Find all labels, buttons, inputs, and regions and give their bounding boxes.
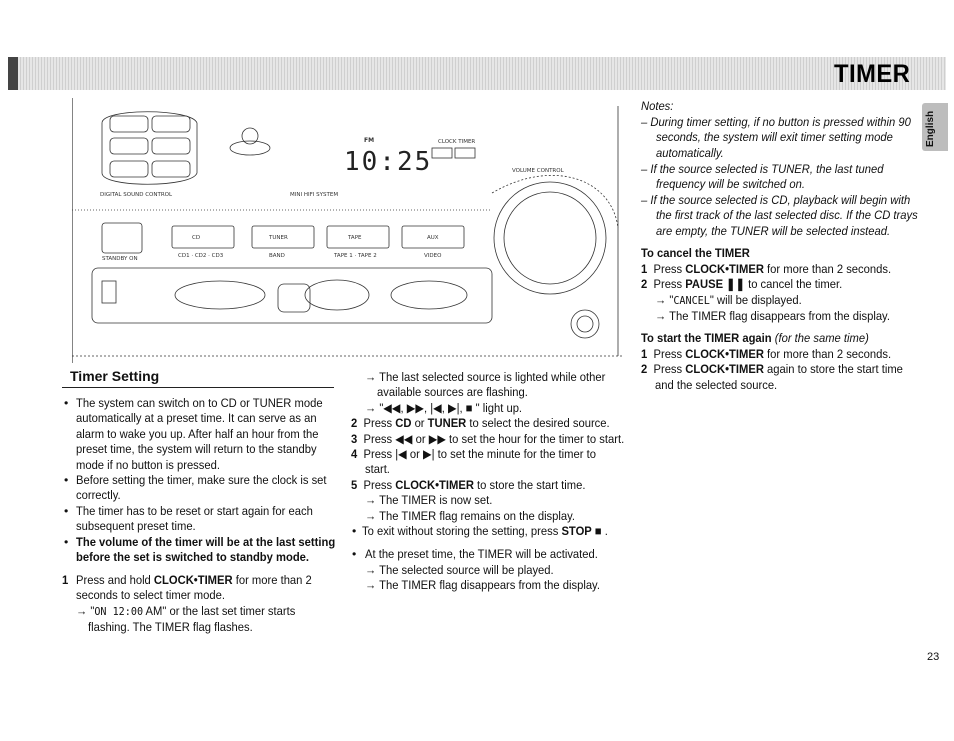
note-1-line-3: automatically.: [656, 146, 724, 160]
start-step-2-cont: and the selected source.: [655, 378, 778, 392]
page-title: TIMER: [833, 60, 910, 88]
step-1-line-4: flashing. The TIMER flag flashes.: [88, 620, 253, 634]
step-2: 2 Press CD or TUNER to select the desire…: [351, 416, 610, 430]
note-1-line-2: seconds, the system will exit timer sett…: [656, 130, 893, 144]
step-4: 4 Press |◀ or ▶| to set the minute for t…: [351, 447, 596, 461]
standby-label: STANDBY ON: [102, 256, 138, 262]
banner-edge: [8, 57, 18, 90]
preset-result-2: → The TIMER flag disappears from the dis…: [365, 578, 600, 592]
step-1-line-2: seconds to select timer mode.: [76, 588, 225, 602]
mid-line-2: available sources are flashing.: [377, 385, 528, 399]
display-digits: 10:25: [344, 147, 432, 177]
bullet-dot: •: [352, 524, 357, 538]
step-3: 3 Press ◀◀ or ▶▶ to set the hour for the…: [351, 432, 625, 446]
bold-bullet-line-2: before the set is switched to standby mo…: [76, 550, 310, 564]
bullet-1-line-1: The system can switch on to CD or TUNER …: [76, 396, 323, 410]
cd-sub-label: CD1 · CD2 · CD3: [178, 253, 224, 259]
cancel-heading: To cancel the TIMER: [641, 246, 750, 260]
video-label: VIDEO: [424, 253, 442, 259]
cd-button-label: CD: [192, 235, 200, 241]
bullet-1-line-3: alarm to wake you up. After half an hour…: [76, 427, 319, 441]
start-step-2: 2 Press CLOCK•TIMER again to store the s…: [641, 362, 903, 376]
fm-label: FM: [364, 137, 374, 144]
bullet-3-line-1: The timer has to be reset or start again…: [76, 504, 313, 518]
bullet-2-line-2: correctly.: [76, 488, 121, 502]
bullet-1-line-5: mode if no button is pressed.: [76, 458, 220, 472]
preset-result-1: → The selected source will be played.: [365, 563, 554, 577]
bullet-1-line-2: automatically at a preset time. It can s…: [76, 411, 317, 425]
cancel-result-2: → The TIMER flag disappears from the dis…: [655, 309, 890, 323]
step-1-number: 1: [62, 573, 69, 587]
tuner-button-label: TUNER: [268, 235, 288, 241]
tape-sub-label: TAPE 1 · TAPE 2: [333, 253, 377, 259]
start-again-heading: To start the TIMER again (for the same t…: [641, 331, 869, 345]
cancel-step-2: 2 Press PAUSE ❚❚ to cancel the timer.: [641, 277, 843, 291]
step-5-result-2: → The TIMER flag remains on the display.: [365, 509, 576, 523]
preset-note: At the preset time, the TIMER will be ac…: [365, 547, 598, 561]
heading-rule: [62, 387, 334, 388]
bullet-dot: •: [64, 473, 69, 487]
start-step-1: 1 Press CLOCK•TIMER for more than 2 seco…: [641, 347, 892, 361]
dsc-label: DIGITAL SOUND CONTROL: [100, 192, 173, 198]
bullet-1-line-4: preset time, the system will return to t…: [76, 442, 317, 456]
bullet-dot: •: [64, 504, 69, 518]
notes-title: Notes:: [641, 99, 674, 113]
note-2-line-1: – If the source selected is TUNER, the l…: [641, 162, 884, 176]
cancel-result-1: → "CANCEL" will be displayed.: [655, 293, 802, 307]
mini-hifi-label: MINI HIFI SYSTEM: [290, 192, 338, 198]
step-5: 5 Press CLOCK•TIMER to store the start t…: [351, 478, 586, 492]
step-5-result-1: → The TIMER is now set.: [365, 493, 493, 507]
header-banner: TIMER: [8, 57, 946, 90]
cancel-step-1: 1 Press CLOCK•TIMER for more than 2 seco…: [641, 262, 892, 276]
note-3-line-3: are empty, the TUNER will be selected in…: [656, 224, 891, 238]
bullet-2-line-1: Before setting the timer, make sure the …: [76, 473, 327, 487]
clock-timer-label: CLOCK TIMER: [438, 139, 475, 145]
bullet-dot: •: [352, 547, 357, 561]
note-3-line-1: – If the source selected is CD, playback…: [641, 193, 911, 207]
note-2-line-2: frequency will be switched on.: [656, 177, 805, 191]
note-1-line-1: – During timer setting, if no button is …: [641, 115, 911, 129]
bold-bullet-line-1: The volume of the timer will be at the l…: [76, 535, 336, 549]
bullet-dot: •: [64, 535, 69, 549]
aux-button-label: AUX: [427, 235, 439, 241]
mid-line-3: → "◀◀, ▶▶, |◀, ▶|, ■ " light up.: [365, 401, 523, 415]
page-number: 23: [927, 651, 940, 663]
language-tab-label: English: [925, 110, 936, 147]
exit-note: To exit without storing the setting, pre…: [362, 524, 608, 538]
step-1-line-1: Press and hold CLOCK•TIMER for more than…: [76, 573, 312, 587]
device-front-panel-illustration: DIGITAL SOUND CONTROL MINI HIFI SYSTEM V…: [72, 98, 624, 363]
volume-label: VOLUME CONTROL: [512, 168, 565, 174]
mid-line-1: → The last selected source is lighted wh…: [365, 370, 606, 384]
step-1-line-3: → "ON 12:00 AM" or the last set timer st…: [76, 604, 296, 618]
tape-button-label: TAPE: [347, 235, 362, 241]
language-tab: English: [922, 103, 948, 151]
bullet-dot: •: [64, 396, 69, 410]
step-4-cont: start.: [365, 462, 390, 476]
section-heading: Timer Setting: [70, 368, 160, 384]
bullet-3-line-2: subsequent preset time.: [76, 519, 196, 533]
note-3-line-2: the first track of the last selected dis…: [656, 208, 918, 222]
band-label: BAND: [269, 253, 285, 259]
